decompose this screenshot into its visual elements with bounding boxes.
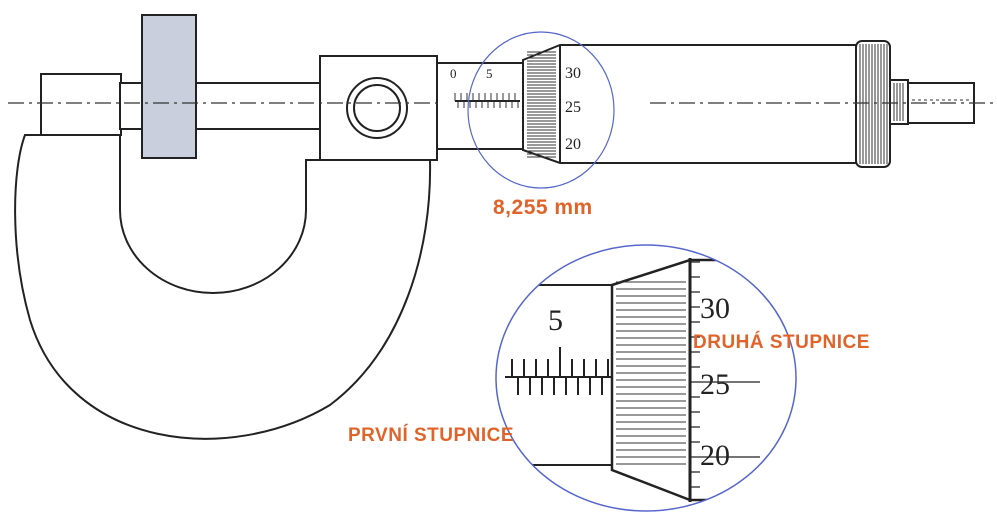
magnifier-circle-main <box>467 31 615 189</box>
thimble-number-20: 20 <box>565 136 581 153</box>
frame <box>14 134 432 440</box>
detail-view <box>496 258 796 502</box>
ratchet-knob <box>889 79 909 125</box>
lock-ring-inner <box>353 84 401 132</box>
detail-sleeve-number-5: 5 <box>548 304 563 337</box>
sleeve <box>436 62 524 150</box>
detail-thimble-number-20: 20 <box>700 439 730 472</box>
thimble-number-25: 25 <box>565 99 581 116</box>
sleeve-number-5: 5 <box>486 66 493 81</box>
magnifier-circle-detail <box>495 244 797 512</box>
measured-object <box>141 14 197 159</box>
micrometer-main-view <box>14 14 975 440</box>
anvil <box>40 73 122 136</box>
detail-thimble-number-25: 25 <box>700 368 730 401</box>
ratchet-ring <box>855 40 891 168</box>
measurement-reading: 8,255 mm <box>493 196 593 219</box>
thimble-number-30: 30 <box>565 65 581 82</box>
sleeve-number-0: 0 <box>450 66 457 81</box>
detail-thimble-number-30: 30 <box>700 292 730 325</box>
second-scale-label: DRUHÁ STUPNICE <box>693 332 870 353</box>
first-scale-label: PRVNÍ STUPNICE <box>348 425 515 446</box>
